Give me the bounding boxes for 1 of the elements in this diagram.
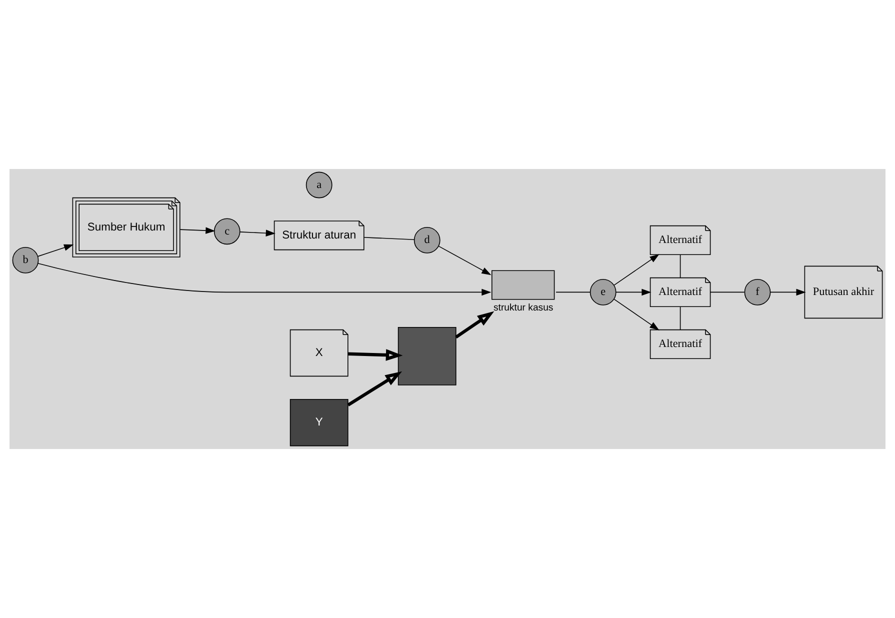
node-label: struktur kasus: [494, 302, 554, 314]
